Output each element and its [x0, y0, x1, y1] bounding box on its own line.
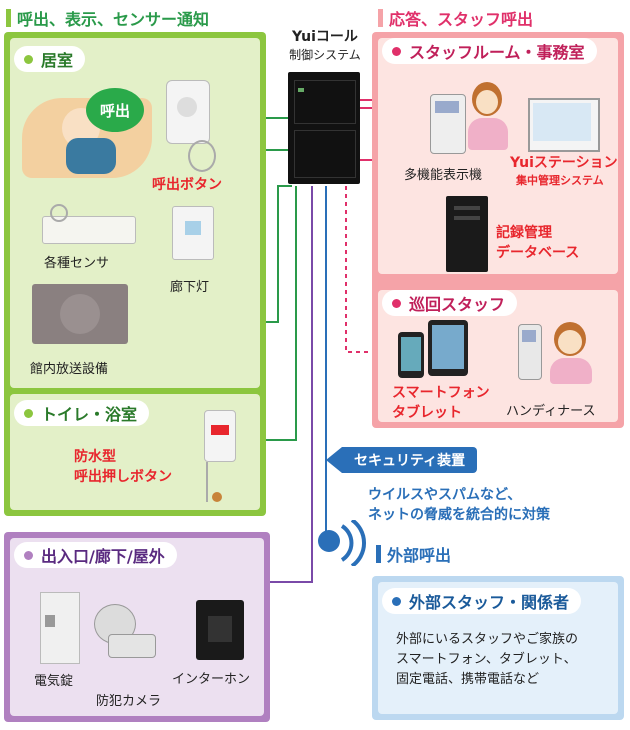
external-desc-3: 固定電話、携帯電話など — [396, 672, 540, 687]
phone-device — [430, 94, 466, 154]
room-title: 居室 — [41, 51, 74, 70]
external-desc-2: スマートフォン、タブレット、 — [396, 652, 577, 667]
handy-nurse-device — [518, 324, 542, 380]
tablet-device — [428, 320, 468, 376]
waterproof-label-1: 防水型 — [74, 449, 116, 465]
patrol-title: 巡回スタッフ — [409, 295, 506, 314]
controller-unit — [288, 72, 360, 184]
external-dot — [392, 596, 401, 606]
station-monitor — [528, 98, 600, 152]
database-label-2: データベース — [496, 245, 580, 261]
header-bar-pink — [378, 9, 383, 27]
security-desc-1: ウイルスやスパムなど、 — [368, 487, 522, 503]
waterproof-label-2: 呼出押しボタン — [74, 469, 172, 485]
header-left-text: 呼出、表示、センサー通知 — [17, 10, 210, 29]
staff-room-title: スタッフルーム・事務室 — [409, 43, 585, 62]
controller-panel-top — [294, 80, 356, 124]
toilet-dot — [24, 408, 33, 418]
intercom-label: インターホン — [172, 672, 251, 687]
staff-room-panel — [378, 38, 618, 274]
external-title-pill: 外部スタッフ・関係者 — [382, 588, 582, 614]
header-external-text: 外部呼出 — [387, 546, 452, 565]
entrance-title-pill: 出入口/廊下/屋外 — [14, 542, 177, 568]
staff-person — [462, 82, 512, 152]
patrol-person — [546, 322, 596, 386]
smartphone-device — [398, 332, 424, 378]
sensors-label: 各種センサ — [44, 256, 110, 271]
database-label-1: 記録管理 — [496, 225, 552, 241]
wireless-waves-icon — [340, 520, 366, 566]
header-bar-blue — [376, 545, 381, 563]
staff-room-title-pill: スタッフルーム・事務室 — [382, 38, 597, 64]
database-server — [446, 196, 488, 272]
controller-led — [298, 88, 304, 92]
patrol-dot — [392, 298, 401, 308]
header-left: 呼出、表示、センサー通知 — [6, 6, 209, 30]
header-right: 応答、スタッフ呼出 — [378, 6, 533, 30]
waterproof-cord — [206, 462, 224, 502]
security-label-box: セキュリティ装置 — [342, 447, 478, 473]
electric-lock-device — [40, 592, 80, 664]
header-external: 外部呼出 — [376, 542, 451, 566]
broadcast-label: 館内放送設備 — [30, 362, 109, 377]
smart-label-2: タブレット — [392, 405, 462, 421]
header-bar-green — [6, 9, 11, 27]
camera-device — [94, 604, 156, 658]
controller-system: 制御システム — [289, 48, 361, 62]
call-button-label: 呼出ボタン — [152, 177, 222, 193]
camera-label: 防犯カメラ — [96, 694, 162, 709]
toilet-title: トイレ・浴室 — [41, 405, 138, 424]
controller-label: Yuiコール 制御システム — [270, 26, 380, 63]
header-right-text: 応答、スタッフ呼出 — [389, 10, 534, 29]
call-button-device — [166, 80, 210, 144]
station-label-2: 集中管理システム — [516, 174, 604, 187]
security-label: セキュリティ装置 — [354, 453, 466, 469]
call-button-cord — [188, 140, 216, 172]
controller-brand: Yuiコール — [292, 29, 358, 45]
waterproof-button-device — [204, 410, 236, 462]
entrance-title: 出入口/廊下/屋外 — [41, 547, 165, 566]
staff-room-dot — [392, 46, 401, 56]
sensor-cord — [50, 204, 68, 222]
room-dot — [24, 54, 33, 64]
broadcast-speaker — [32, 284, 128, 344]
wireless-dot — [318, 530, 340, 552]
waterproof-pull — [212, 492, 222, 502]
call-speech-text: 呼出 — [99, 101, 130, 120]
corridor-light-device — [172, 206, 214, 260]
external-title: 外部スタッフ・関係者 — [409, 593, 570, 612]
security-desc-2: ネットの脅威を統合的に対策 — [368, 507, 550, 523]
toilet-title-pill: トイレ・浴室 — [14, 400, 150, 426]
patrol-title-pill: 巡回スタッフ — [382, 290, 518, 316]
station-label-1: Yuiステーション — [510, 155, 618, 171]
phone-label: 多機能表示機 — [404, 168, 483, 183]
smart-label-1: スマートフォン — [392, 385, 490, 401]
corridor-light-label: 廊下灯 — [170, 280, 210, 295]
call-speech-bubble: 呼出 — [86, 88, 144, 132]
intercom-device — [196, 600, 244, 660]
electric-lock-label: 電気錠 — [34, 674, 74, 689]
handy-nurse-label: ハンディナース — [506, 404, 596, 419]
controller-panel-bottom — [294, 130, 356, 178]
entrance-dot — [24, 550, 33, 560]
external-desc-1: 外部にいるスタッフやご家族の — [396, 632, 579, 647]
room-title-pill: 居室 — [14, 46, 86, 72]
security-arrow — [326, 447, 342, 473]
